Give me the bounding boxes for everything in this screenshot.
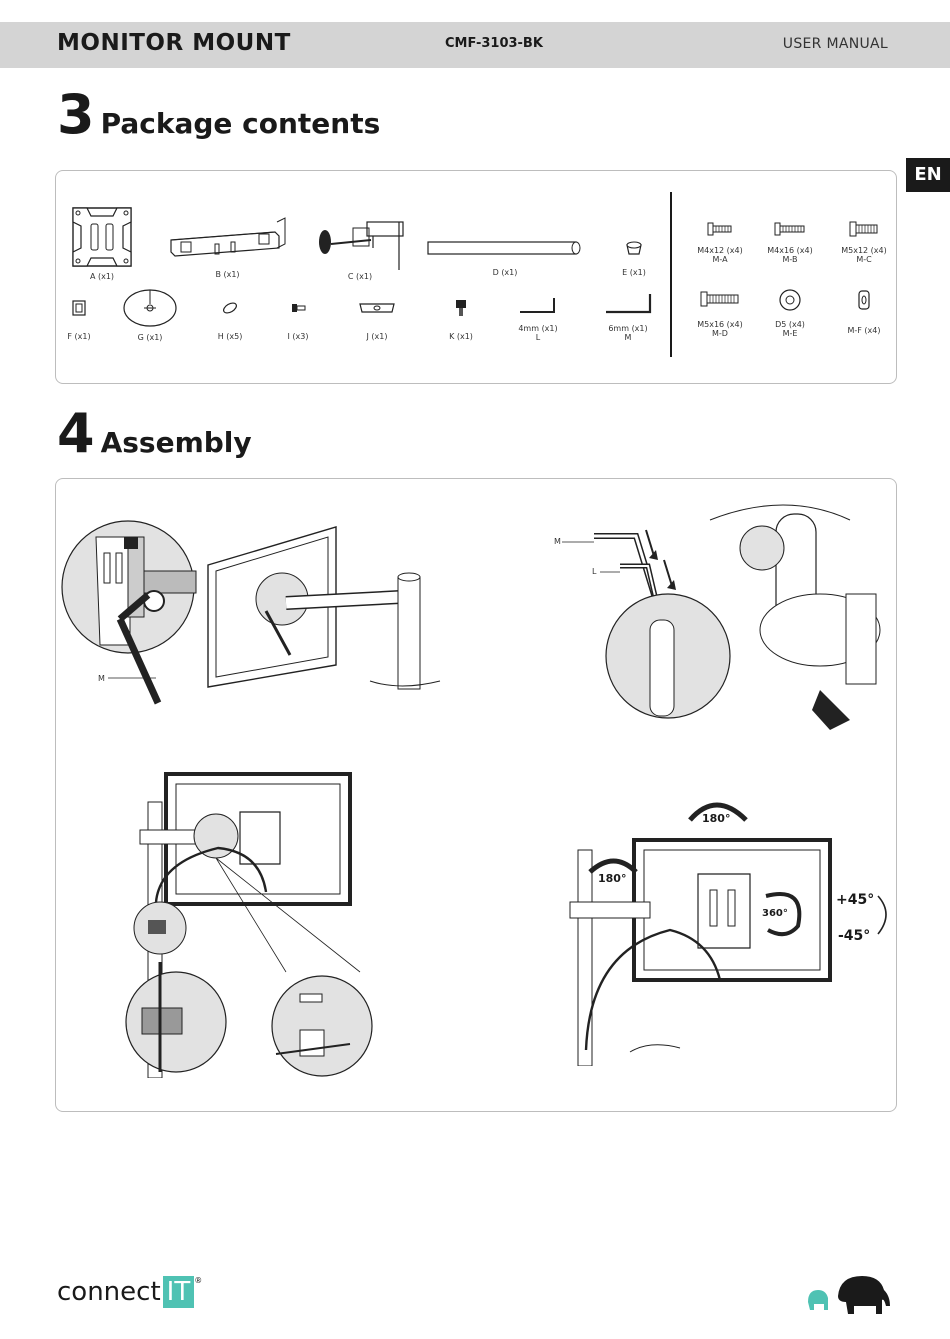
hardware-m-b: M4x16 (x4) M-B (760, 220, 820, 264)
part-f-label: F (x1) (60, 332, 98, 341)
part-k-label: K (x1) (440, 332, 482, 341)
part-g-label: G (x1) (118, 333, 182, 342)
part-d-label: D (x1) (425, 268, 585, 277)
part-l-code: L (512, 333, 564, 342)
extension-arm-icon (167, 214, 289, 268)
hardware-m-b-code: M-B (760, 255, 820, 264)
desk-clamp-icon (313, 216, 407, 270)
part-c-label: C (x1) (312, 272, 408, 281)
section-4-number: 4 (57, 407, 95, 461)
hardware-m-b-size: M4x16 (x4) (760, 246, 820, 255)
header-bar: MONITOR MOUNT CMF-3103-BK USER MANUAL (0, 22, 950, 68)
part-l-size: 4mm (x1) (512, 324, 564, 333)
assembly-step-4-illustration: 180° 180° 360° +45° -45° (560, 790, 896, 1066)
hardware-m-f: M-F (x4) (834, 288, 894, 335)
hardware-m-a-size: M4x12 (x4) (690, 246, 750, 255)
part-m: 6mm (x1) M (600, 292, 656, 342)
part-a: A (x1) (62, 204, 142, 281)
screw-m5x16-icon (698, 290, 742, 308)
part-e: E (x1) (612, 238, 656, 277)
knob-screw-icon (451, 298, 471, 318)
hardware-m-e-code: M-E (760, 329, 820, 338)
washer-d5-icon (778, 288, 802, 312)
hardware-m-e-size: D5 (x4) (760, 320, 820, 329)
part-c: C (x1) (312, 216, 408, 281)
part-h: H (x5) (210, 298, 250, 341)
spacer-icon (854, 288, 874, 312)
part-b-label: B (x1) (165, 270, 290, 279)
hardware-m-d: M5x16 (x4) M-D (690, 290, 750, 338)
hardware-m-d-code: M-D (690, 329, 750, 338)
base-plate-icon (120, 284, 180, 330)
allen-key-4mm-icon (516, 296, 560, 318)
hardware-m-a: M4x12 (x4) M-A (690, 220, 750, 264)
hardware-m-c: M5x12 (x4) M-C (834, 220, 894, 264)
part-j-label: J (x1) (350, 332, 404, 341)
screw-m4x16-icon (772, 220, 808, 238)
part-i: I (x3) (280, 298, 316, 341)
brand-registered: ® (194, 1276, 202, 1285)
hardware-m-f-label: M-F (x4) (834, 326, 894, 335)
part-h-label: H (x5) (210, 332, 250, 341)
rotation-180-side-label: 180° (598, 872, 626, 885)
header-doc-type: USER MANUAL (783, 36, 888, 52)
part-k: K (x1) (440, 298, 482, 341)
tilt-up-label: +45° (836, 892, 874, 908)
part-e-label: E (x1) (612, 268, 656, 277)
step2-m-label: M (554, 537, 561, 546)
assembly-step-3-illustration (120, 772, 380, 1078)
brand-name: connect (57, 1277, 161, 1307)
cable-clip-icon (70, 298, 88, 318)
part-m-code: M (600, 333, 656, 342)
clamp-plate-icon (356, 298, 398, 318)
brand-mark: IT (163, 1276, 195, 1308)
part-m-size: 6mm (x1) (600, 324, 656, 333)
part-b: B (x1) (165, 214, 290, 279)
hardware-m-c-code: M-C (834, 255, 894, 264)
hardware-m-e: D5 (x4) M-E (760, 288, 820, 338)
screw-m4x12-icon (705, 220, 735, 238)
assembly-step-1-illustration: M (60, 515, 450, 715)
step1-m-label: M (98, 674, 105, 683)
part-j: J (x1) (350, 298, 404, 341)
pole-icon (426, 238, 584, 258)
assembly-step-2-illustration: M L (550, 500, 896, 750)
language-tab: EN (906, 158, 950, 192)
section-3-title: Package contents (101, 106, 381, 142)
section-4-title: Assembly (101, 425, 252, 461)
allen-key-6mm-icon (602, 292, 654, 318)
header-title: MONITOR MOUNT (57, 30, 291, 56)
header-model: CMF-3103-BK (445, 36, 543, 51)
rotation-180-top-label: 180° (702, 812, 730, 825)
screw-m5x12-icon (847, 220, 881, 238)
small-screw-icon (288, 298, 308, 318)
vesa-plate-icon (67, 204, 137, 270)
elephant-logo-icon (804, 1272, 898, 1316)
part-d: D (x1) (425, 238, 585, 277)
step2-l-label: L (592, 567, 597, 576)
hardware-m-a-code: M-A (690, 255, 750, 264)
pole-cap-icon (624, 238, 644, 258)
part-l: 4mm (x1) L (512, 296, 564, 342)
parts-divider (670, 192, 672, 357)
tilt-down-label: -45° (838, 928, 870, 944)
part-i-label: I (x3) (280, 332, 316, 341)
section-3-number: 3 (57, 88, 95, 142)
hardware-m-c-size: M5x12 (x4) (834, 246, 894, 255)
part-a-label: A (x1) (62, 272, 142, 281)
rotation-360-label: 360° (762, 908, 788, 919)
part-f: F (x1) (60, 298, 98, 341)
washer-ring-icon (220, 298, 240, 318)
hardware-m-d-size: M5x16 (x4) (690, 320, 750, 329)
part-g: G (x1) (118, 284, 182, 342)
